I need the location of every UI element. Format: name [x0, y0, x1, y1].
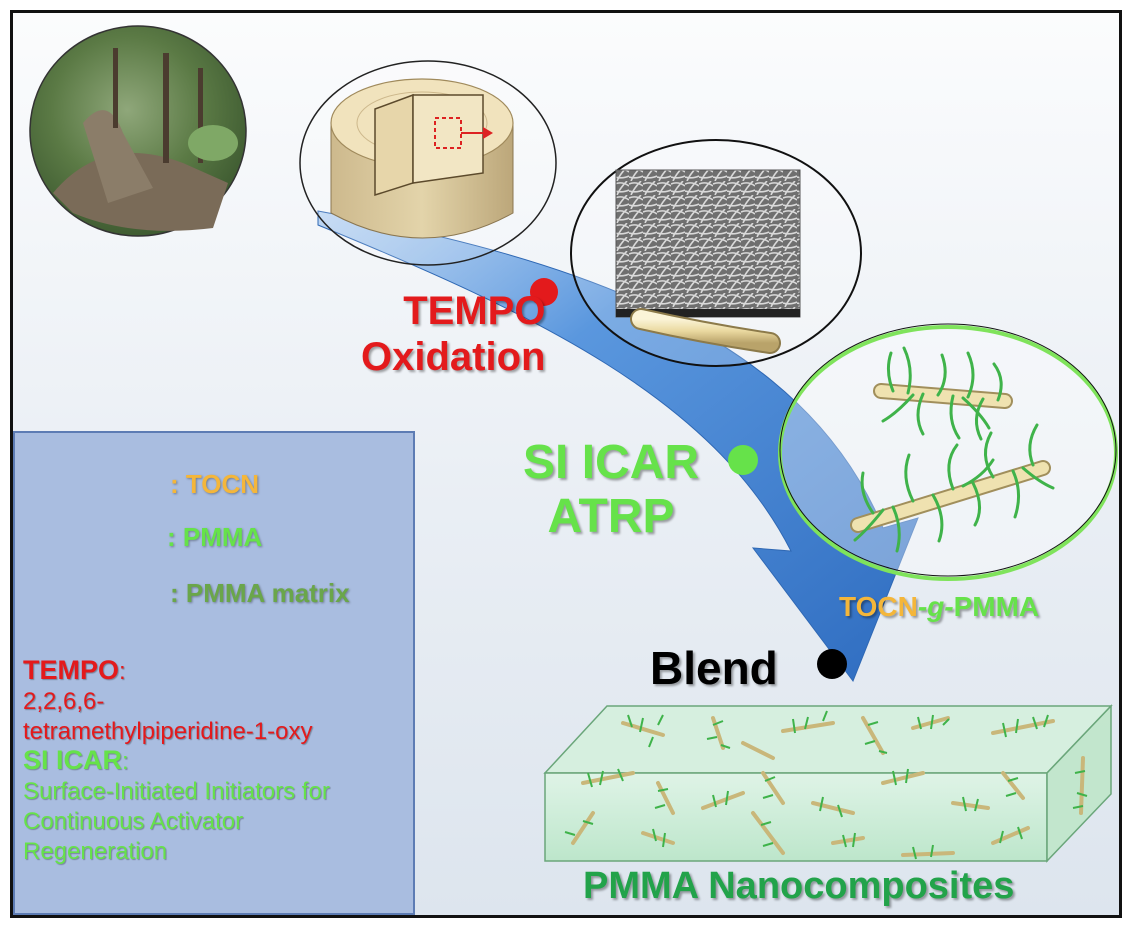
- product-label: PMMA Nanocomposites: [583, 865, 1015, 907]
- blend-step-dot: [817, 649, 847, 679]
- icar-step-line1: SI ICAR: [523, 436, 700, 489]
- tempo-step-label: TEMPO Oxidation: [361, 288, 546, 380]
- grafted-label-suffix: PMMA: [953, 591, 1040, 622]
- wood-log: [299, 60, 557, 266]
- tempo-definition: TEMPO: 2,2,6,6- tetramethylpiperidine-1-…: [23, 655, 312, 747]
- tempo-step-dot: [530, 278, 558, 306]
- icar-step-dot: [728, 445, 758, 475]
- si-icar-definition: SI ICAR: Surface-Initiated Initiators fo…: [23, 745, 330, 867]
- grafted-label-prefix: TOCN: [839, 591, 918, 622]
- grafted-label-mid: -g-: [917, 591, 954, 622]
- forest-photo: [29, 25, 247, 237]
- icar-step-label: SI ICAR ATRP: [523, 436, 699, 544]
- nanocomposite-block: [543, 704, 1113, 863]
- si-icar-term: SI ICAR: [23, 745, 123, 775]
- legend-matrix-text: : PMMA matrix: [170, 578, 350, 608]
- icar-step-line2: ATRP: [547, 490, 675, 543]
- tocn-fiber: [630, 308, 781, 354]
- blend-step-label: Blend: [650, 642, 778, 694]
- tempo-def-line2: tetramethylpiperidine-1-oxy: [23, 718, 313, 745]
- legend-panel: : TOCN : PMMA : PMMA matrix TEMPO: 2,2,6…: [13, 431, 415, 915]
- tempo-step-line2: Oxidation: [361, 335, 546, 379]
- process-arrow: [317, 210, 919, 683]
- si-icar-def-line2: Continuous Activator: [23, 808, 244, 835]
- grafted-fiber-label: TOCN-g-PMMA: [839, 591, 1039, 623]
- tempo-colon: :: [119, 658, 126, 685]
- tempo-term: TEMPO: [23, 655, 120, 685]
- si-icar-def-line3: Regeneration: [23, 838, 168, 865]
- si-icar-colon: :: [122, 748, 129, 775]
- legend-pmma-text: : PMMA: [167, 522, 263, 552]
- si-icar-def-line1: Surface-Initiated Initiators for: [23, 778, 330, 805]
- diagram-artwork: [19, 25, 1118, 863]
- grafted-fiber-circle: [778, 323, 1118, 581]
- tempo-step-line1: TEMPO: [403, 289, 546, 333]
- diagram-frame: TEMPO Oxidation SI ICAR ATRP Blend TOCN-…: [10, 10, 1122, 918]
- tempo-def-line1: 2,2,6,6-: [23, 688, 105, 715]
- legend-tocn-text: : TOCN: [170, 469, 260, 499]
